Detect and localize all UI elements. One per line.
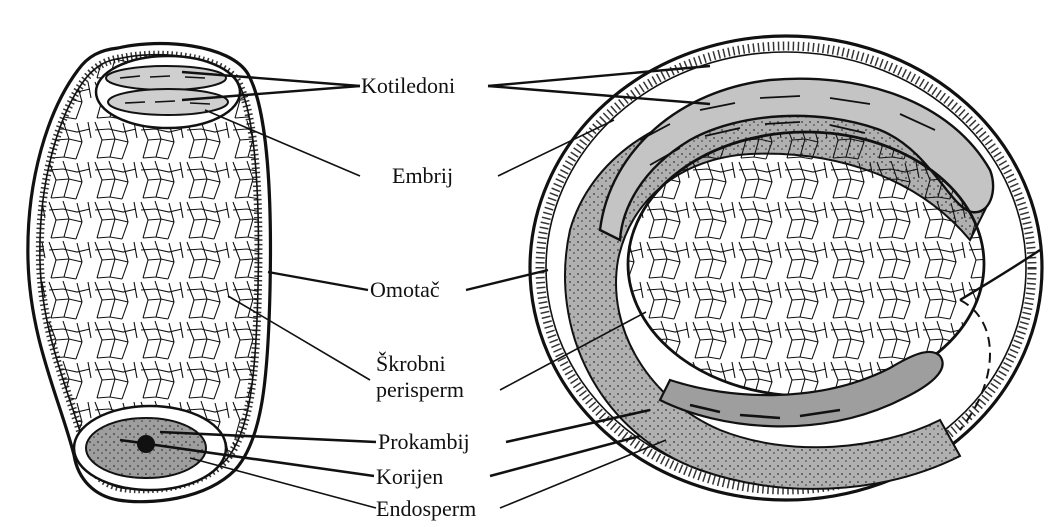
left-seed [28,44,271,502]
label-prokambij: Prokambij [378,430,470,454]
label-perisperm: perisperm [376,378,464,402]
label-embrij: Embrij [392,164,453,188]
label-kotiledoni: Kotiledoni [361,74,455,98]
label-korijen: Korijen [376,465,443,489]
label-omotac: Omotač [370,278,440,302]
right-seed [530,36,1042,500]
label-skrobni: Škrobni [376,352,446,376]
label-endosperm: Endosperm [376,497,476,521]
